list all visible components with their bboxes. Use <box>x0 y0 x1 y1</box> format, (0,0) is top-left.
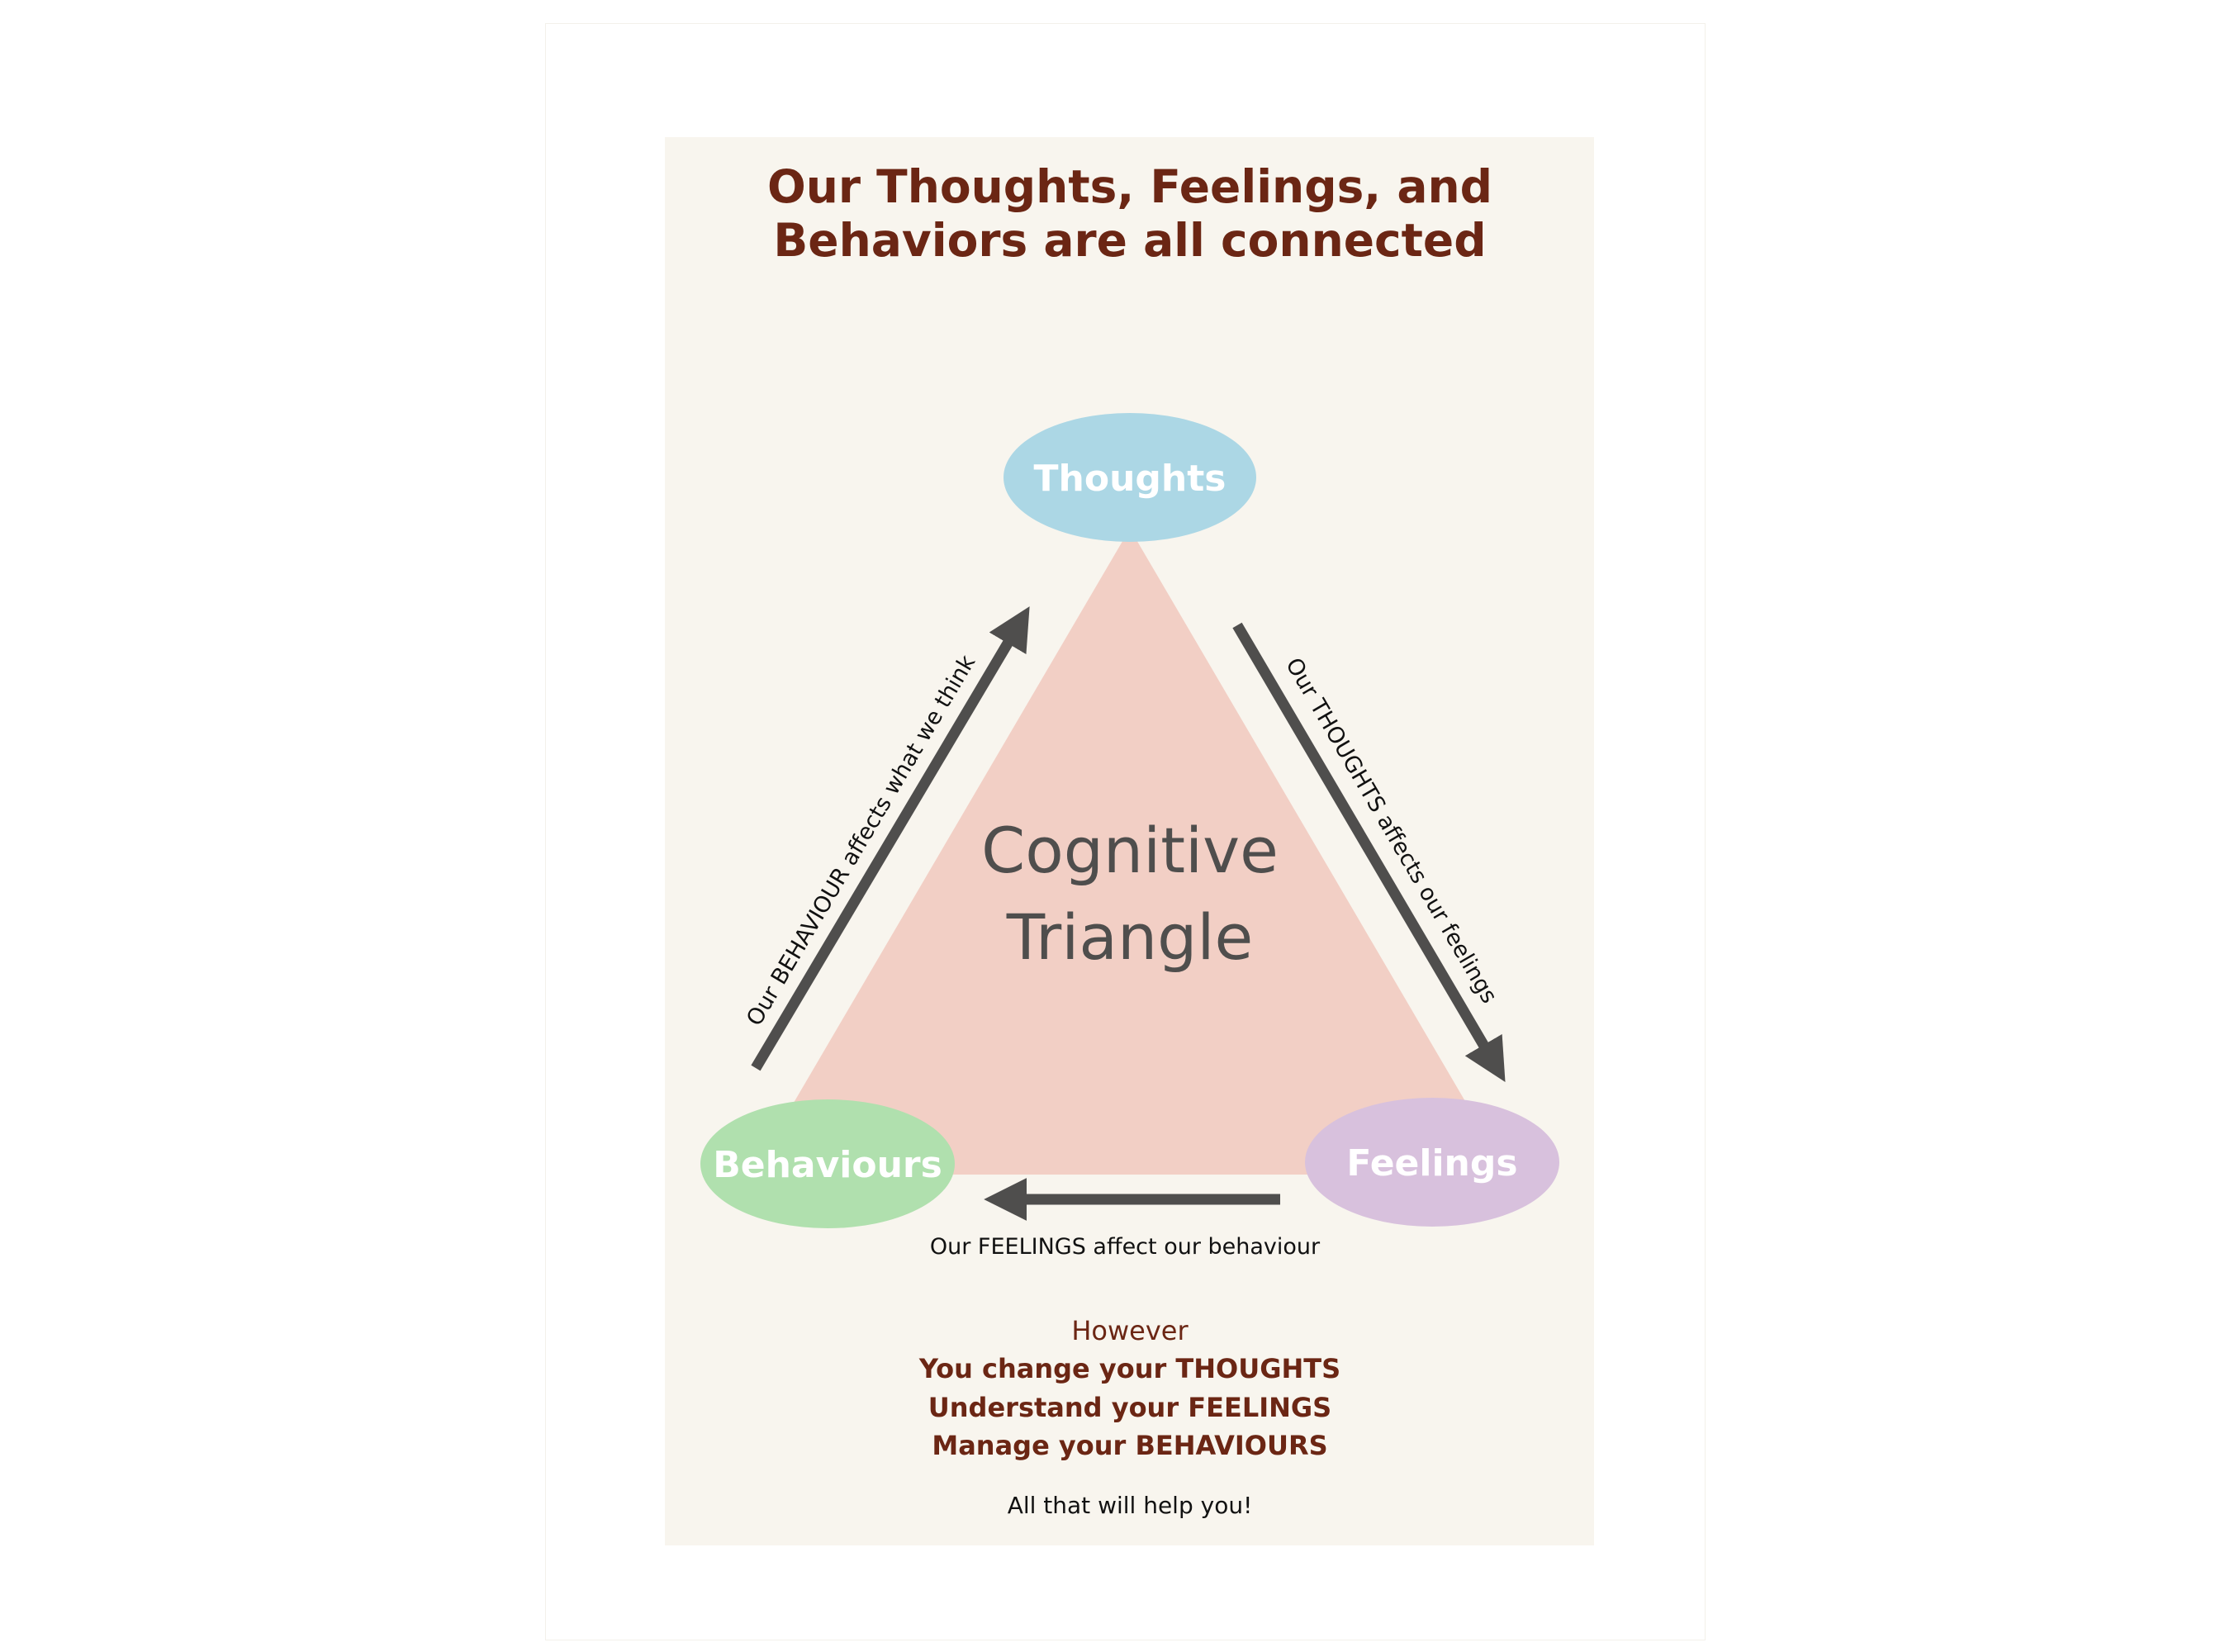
triangle-center-label-line-1: Cognitive <box>981 814 1279 887</box>
behaviours-node-label: Behaviours <box>713 1144 942 1186</box>
poster-title-line-1: Our Thoughts, Feelings, and <box>767 160 1492 213</box>
footer-line-behaviours: Manage your BEHAVIOURS <box>932 1430 1327 1461</box>
thoughts-to-feelings-arrow <box>1232 622 1506 1082</box>
footer-line-thoughts: You change your THOUGHTS <box>918 1353 1340 1384</box>
triangle-center-label-line-2: Triangle <box>1006 900 1253 974</box>
behaviours-to-thoughts-arrow <box>751 606 1030 1071</box>
footer-closing: All that will help you! <box>1008 1492 1253 1519</box>
footer-intro: However <box>1071 1315 1189 1346</box>
feelings-node <box>1305 1098 1559 1227</box>
footer-line-feelings: Understand your FEELINGS <box>928 1392 1331 1423</box>
thoughts-node-label: Thoughts <box>1034 458 1226 500</box>
behaviours-node <box>700 1099 955 1228</box>
poster-title-line-2: Behaviors are all connected <box>773 214 1486 267</box>
thoughts-node <box>1004 413 1256 542</box>
feelings-node-label: Feelings <box>1346 1142 1517 1184</box>
feelings-to-behaviours-label: Our FEELINGS affect our behaviour <box>930 1234 1321 1260</box>
cognitive-triangle-shape <box>752 529 1508 1175</box>
